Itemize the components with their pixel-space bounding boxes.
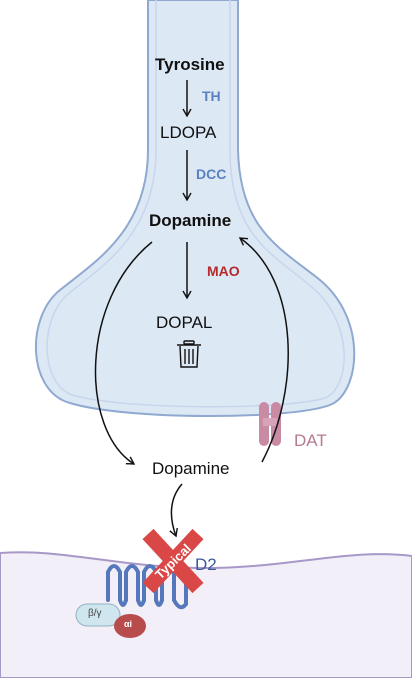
dopamine-presynaptic-label: Dopamine [149, 211, 232, 230]
cross-mark-icon [142, 528, 204, 594]
dat-label: DAT [294, 431, 327, 450]
arrow-to-receptor [169, 483, 183, 538]
alpha-i-label: αi [124, 619, 133, 629]
trash-icon [177, 340, 201, 368]
tyrosine-label: Tyrosine [155, 55, 225, 74]
beta-gamma-label: β/γ [88, 608, 102, 619]
g-protein-beta-gamma [75, 603, 121, 627]
arrow-release [94, 241, 153, 465]
presynaptic-terminal [34, 0, 356, 418]
g-protein-alpha [114, 614, 146, 638]
d2-receptor-label: D2 [195, 555, 217, 574]
th-enzyme-label: TH [202, 88, 221, 104]
arrow-reuptake [238, 237, 289, 463]
dcc-enzyme-label: DCC [196, 166, 227, 182]
mao-enzyme-label: MAO [207, 263, 240, 279]
dopal-label: DOPAL [156, 313, 213, 332]
ldopa-label: LDOPA [160, 123, 217, 142]
dopamine-cleft-label: Dopamine [152, 459, 230, 478]
postsynaptic-neuron [0, 551, 412, 678]
